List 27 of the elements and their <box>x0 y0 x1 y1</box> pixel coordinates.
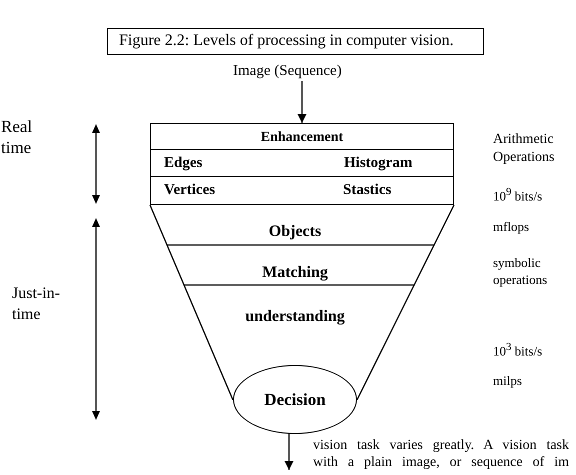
layer-label: Matching <box>262 263 328 282</box>
funnel-layer <box>150 205 454 245</box>
layer-label: Histogram <box>344 155 412 172</box>
time-span-label: Real time <box>1 116 34 158</box>
arrow <box>298 81 306 123</box>
layer-label: Enhancement <box>260 129 344 146</box>
layer-label: Decision <box>264 390 326 410</box>
annotation-label: milps <box>493 373 522 389</box>
layer-label: Objects <box>268 222 322 241</box>
body-text: vision task varies greatly. A vision task with a plain image, or sequence of im <box>313 437 569 471</box>
layer-label: Vertices <box>164 182 216 199</box>
annotation-label: mflops <box>493 219 530 235</box>
layer-band <box>150 123 454 150</box>
annotation-label: 10$^{9}$ bits/s <box>493 185 542 204</box>
figure-caption: Figure 2.2: Levels of processing in computer vision. <box>107 28 484 55</box>
annotation-label: 10$^{3}$ bits/s <box>493 340 542 360</box>
arrow <box>284 434 294 470</box>
layer-label: Edges <box>164 155 202 172</box>
funnel-layer <box>167 245 434 285</box>
layer-band <box>150 177 454 205</box>
annotation-label: Arithmetic Operations <box>493 131 556 167</box>
layer-band <box>150 150 454 177</box>
input-label: Image (Sequence) <box>233 62 342 81</box>
layer-label: understanding <box>245 307 345 326</box>
time-span-label: Just-in-time <box>12 284 61 325</box>
annotation-label: symbolic operations <box>493 254 548 288</box>
layer-label: Stastics <box>343 182 392 199</box>
